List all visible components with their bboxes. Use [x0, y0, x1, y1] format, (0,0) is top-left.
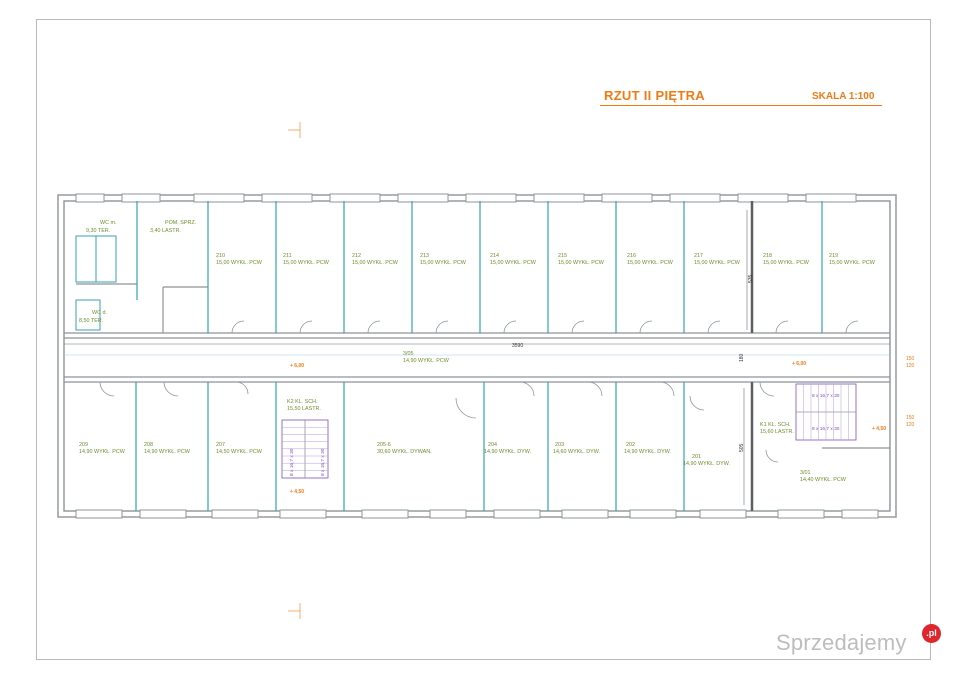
room-203: 203 — [555, 442, 564, 448]
room-210: 210 — [216, 253, 225, 259]
room-216: 216 — [627, 253, 636, 259]
svg-text:15,60 LASTR.: 15,60 LASTR. — [760, 429, 794, 435]
svg-text:14,90 WYKŁ. PCW: 14,90 WYKŁ. PCW — [144, 449, 191, 455]
svg-text:14,90 WYKŁ. DYW.: 14,90 WYKŁ. DYW. — [683, 461, 730, 467]
svg-text:3,40 LASTR.: 3,40 LASTR. — [150, 228, 181, 234]
drawing-title: RZUT II PIĘTRA — [604, 88, 705, 103]
dim-corridor-length: 3590 — [512, 343, 523, 349]
svg-text:14,50 WYKŁ. PCW: 14,50 WYKŁ. PCW — [216, 449, 263, 455]
svg-text:15,00 WYKŁ. PCW: 15,00 WYKŁ. PCW — [283, 260, 330, 266]
svg-text:14,90 WYKŁ. DYW.: 14,90 WYKŁ. DYW. — [484, 449, 531, 455]
svg-text:15,00 WYKŁ. PCW: 15,00 WYKŁ. PCW — [216, 260, 263, 266]
top-windows — [75, 193, 857, 203]
stair-label-k1a: 8 x 16,7 x 30 — [812, 393, 840, 399]
room-208: 208 — [144, 442, 153, 448]
stair-label-k2b: 8 x 16,7 x 30 — [320, 448, 326, 476]
corridor-walls — [64, 332, 890, 383]
room-pom-sprz: POM. SPRZ. — [165, 220, 196, 226]
wc-stalls — [75, 235, 117, 331]
svg-text:9,30 TER.: 9,30 TER. — [86, 228, 110, 234]
watermark-badge: .pl — [922, 624, 941, 643]
bottom-windows — [75, 509, 879, 519]
svg-text:15,00 WYKŁ. PCW: 15,00 WYKŁ. PCW — [829, 260, 876, 266]
room-204: 204 — [488, 442, 497, 448]
room-219: 219 — [829, 253, 838, 259]
stair-label-k1b: 8 x 16,7 x 30 — [812, 426, 840, 432]
svg-text:15,00 WYKŁ. PCW: 15,00 WYKŁ. PCW — [627, 260, 674, 266]
svg-text:15,00 WYKŁ. PCW: 15,00 WYKŁ. PCW — [420, 260, 467, 266]
dim-top-right: 535 — [748, 274, 754, 283]
level-b: + 6,00 — [792, 361, 806, 367]
room-k2: K2 KL. SCH. — [287, 399, 318, 405]
dim-mid: 180 — [739, 353, 745, 362]
top-partitions — [76, 201, 823, 333]
room-209: 209 — [79, 442, 88, 448]
room-218: 218 — [763, 253, 772, 259]
stair-treads — [282, 384, 849, 471]
drawing-scale: SKALA 1:100 — [812, 91, 875, 102]
stair-label-k2a: 8 x 16,7 x 30 — [289, 448, 295, 476]
svg-text:15,00 WYKŁ. PCW: 15,00 WYKŁ. PCW — [763, 260, 810, 266]
room-211: 211 — [283, 253, 292, 259]
room-215: 215 — [558, 253, 567, 259]
svg-text:15,00 WYKŁ. PCW: 15,00 WYKŁ. PCW — [490, 260, 537, 266]
room-213: 213 — [420, 253, 429, 259]
dim-low-right: 505 — [739, 443, 745, 452]
door-swings — [99, 320, 859, 463]
side-dim-3: 150 — [906, 415, 915, 421]
bottom-partitions — [135, 382, 890, 511]
room-3-05: 3/05 — [403, 351, 414, 357]
dimension-texts: 3590 535 180 505 — [512, 274, 754, 452]
stair-labels: 8 x 16,7 x 30 8 x 16,7 x 30 8 x 16,7 x 3… — [289, 393, 840, 476]
svg-text:14,60 WYKŁ. DYW.: 14,60 WYKŁ. DYW. — [553, 449, 600, 455]
svg-text:15,50 LASTR.: 15,50 LASTR. — [287, 406, 321, 412]
svg-text:14,90 WYKŁ. DYW.: 14,90 WYKŁ. DYW. — [624, 449, 671, 455]
svg-text:30,60 WYKŁ. DYWAN.: 30,60 WYKŁ. DYWAN. — [377, 449, 432, 455]
svg-text:14,40 WYKŁ. PCW: 14,40 WYKŁ. PCW — [800, 477, 847, 483]
svg-text:8,50 TER.: 8,50 TER. — [79, 318, 103, 324]
room-3-01: 3/01 — [800, 470, 811, 476]
dimension-lines — [64, 122, 890, 619]
side-dim-4: 120 — [906, 422, 915, 428]
svg-text:15,00 WYKŁ. PCW: 15,00 WYKŁ. PCW — [694, 260, 741, 266]
side-dim-2: 120 — [906, 363, 915, 369]
svg-text:14,90 WYKŁ. PCW: 14,90 WYKŁ. PCW — [403, 358, 450, 364]
side-dim-1: 150 — [906, 356, 915, 362]
level-markers: + 6,00 + 6,00 + 4,50 + 4,50 — [290, 361, 886, 495]
room-202: 202 — [626, 442, 635, 448]
room-201: 201 — [692, 454, 701, 460]
room-207: 207 — [216, 442, 225, 448]
level-c: + 4,50 — [290, 489, 304, 495]
drawing-sheet-border — [36, 19, 931, 660]
title-underline — [600, 105, 882, 106]
svg-text:15,00 WYKŁ. PCW: 15,00 WYKŁ. PCW — [352, 260, 399, 266]
outer-walls — [57, 194, 897, 518]
room-wc-m: WC m. — [100, 220, 116, 226]
level-a: + 6,00 — [290, 363, 304, 369]
room-214: 214 — [490, 253, 499, 259]
watermark-text: Sprzedajemy — [776, 630, 907, 655]
side-dimensions: 150 120 150 120 — [906, 356, 915, 428]
svg-text:14,90 WYKŁ. PCW: 14,90 WYKŁ. PCW — [79, 449, 126, 455]
room-wc-d: WC d. — [92, 310, 107, 316]
svg-text:15,00 WYKŁ. PCW: 15,00 WYKŁ. PCW — [558, 260, 605, 266]
room-212: 212 — [352, 253, 361, 259]
room-k1: K1 KL. SCH. — [760, 422, 791, 428]
room-205-6: 205-6 — [377, 442, 391, 448]
room-217: 217 — [694, 253, 703, 259]
level-d: + 4,50 — [872, 426, 886, 432]
room-labels: WC m. 9,30 TER. POM. SPRZ. 3,40 LASTR. W… — [79, 220, 876, 483]
